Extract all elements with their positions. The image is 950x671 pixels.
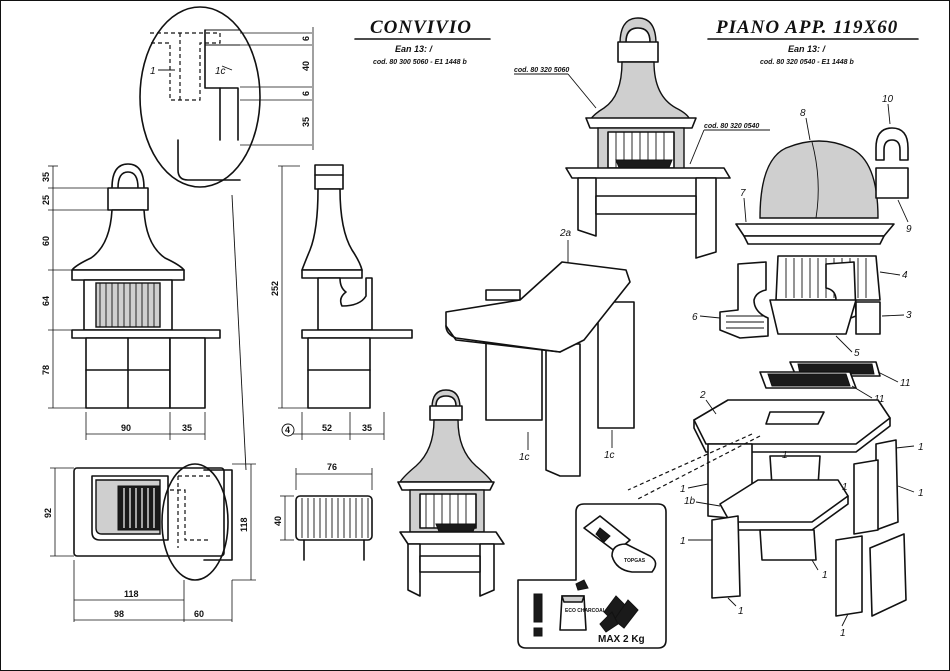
max-load-text: MAX 2 Kg: [598, 634, 645, 645]
plan-w-3: 60: [194, 609, 204, 619]
right-title: PIANO APP. 119X60: [715, 17, 898, 38]
plan-depth-right: 118: [239, 517, 249, 532]
front-w-2: 35: [182, 423, 192, 433]
label-1-g: 1: [822, 570, 828, 581]
front-h-2: 25: [41, 195, 51, 205]
label-1-c: 1: [680, 484, 686, 495]
label-2: 2: [699, 390, 706, 401]
side-height: 252: [270, 281, 280, 296]
label-3: 3: [906, 310, 912, 321]
plan-w-1: 118: [124, 589, 139, 599]
exclamation-icon: [534, 594, 542, 636]
right-ean: Ean 13: /: [788, 44, 827, 54]
label-1-e: 1: [782, 450, 788, 461]
detail-dim-2: 40: [301, 61, 311, 71]
detail-dim-1: 6: [301, 36, 311, 41]
label-1c-b: 1c: [604, 450, 615, 461]
label-10: 10: [882, 94, 894, 105]
label-1-i: 1: [840, 628, 846, 639]
label-8: 8: [800, 108, 806, 119]
label-4: 4: [902, 270, 908, 281]
detail-dim-3: 6: [301, 91, 311, 96]
front-h-3: 60: [41, 236, 51, 246]
hood-code-label: cod. 80 320 5060: [514, 67, 569, 74]
label-1-d: 1: [680, 536, 686, 547]
left-code: cod. 80 300 5060 - E1 1448 b: [373, 59, 468, 66]
label-9: 9: [906, 224, 912, 235]
label-11-a: 11: [900, 378, 910, 389]
detail-label-1: 1: [150, 66, 156, 77]
label-1-h: 1: [738, 606, 744, 617]
label-5: 5: [854, 348, 860, 359]
left-ean: Ean 13: /: [395, 44, 434, 54]
plan-w-2: 98: [114, 609, 124, 619]
plan-depth: 92: [43, 508, 53, 518]
left-title: CONVIVIO: [370, 17, 472, 38]
label-1-b: 1: [918, 488, 924, 499]
label-1-a: 1: [918, 442, 924, 453]
label-2a: 2a: [559, 228, 572, 239]
bag-text: ECO CHARCOAL: [565, 608, 606, 614]
front-h-5: 78: [41, 365, 51, 375]
side-w-2: 35: [362, 423, 372, 433]
detail-dim-4: 35: [301, 117, 311, 127]
label-1c-a: 1c: [519, 452, 530, 463]
detail-label-1c: 1c: [215, 66, 226, 77]
front-w-1: 90: [121, 423, 131, 433]
tool-text: TOPGAS: [624, 558, 646, 564]
side-marker: 4: [285, 425, 290, 435]
label-1-f: 1: [842, 482, 848, 493]
base-code-label: cod. 80 320 0540: [704, 123, 759, 130]
right-code: cod. 80 320 0540 - E1 1448 b: [760, 59, 855, 66]
front-h-1: 35: [41, 172, 51, 182]
label-1b: 1b: [684, 496, 696, 507]
side-w-1: 52: [322, 423, 332, 433]
grill-width: 76: [327, 462, 337, 472]
label-7: 7: [740, 188, 746, 199]
grill-height: 40: [273, 516, 283, 526]
label-6: 6: [692, 312, 698, 323]
front-h-4: 64: [41, 296, 51, 306]
